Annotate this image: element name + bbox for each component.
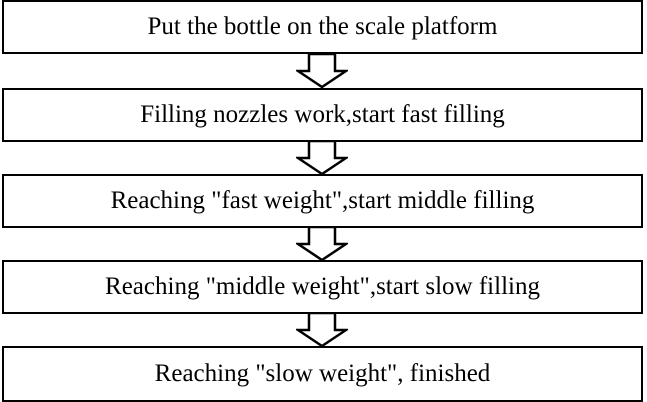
step-label-4: Reaching "middle weight",start slow fill… [105, 273, 540, 300]
step-box-1: Put the bottle on the scale platform [2, 0, 643, 54]
down-arrow-icon [296, 140, 348, 176]
down-arrow-icon [296, 226, 348, 262]
step-box-2: Filling nozzles work,start fast filling [2, 88, 643, 142]
step-label-5: Reaching "slow weight", finished [154, 360, 491, 387]
step-label-3: Reaching "fast weight",start middle fill… [110, 187, 535, 214]
step-label-2: Filling nozzles work,start fast filling [140, 101, 505, 128]
step-label-1: Put the bottle on the scale platform [147, 13, 498, 40]
down-arrow-icon [296, 312, 348, 348]
step-box-4: Reaching "middle weight",start slow fill… [2, 260, 643, 314]
step-box-5: Reaching "slow weight", finished [2, 346, 643, 402]
step-box-3: Reaching "fast weight",start middle fill… [2, 174, 643, 228]
down-arrow-icon [296, 53, 348, 89]
